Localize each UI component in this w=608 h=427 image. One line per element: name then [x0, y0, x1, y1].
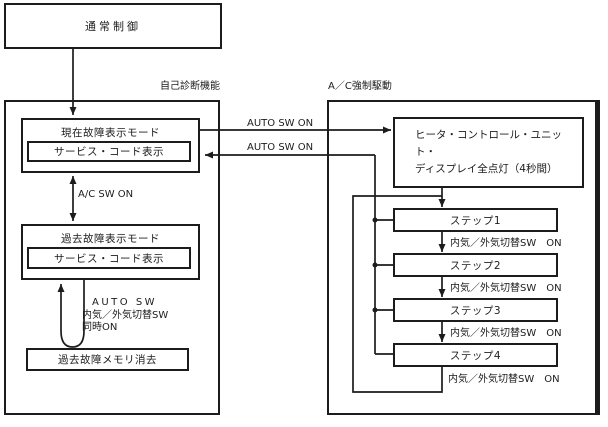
heater-box-line2: ディスプレイ全点灯（4秒間） [415, 163, 558, 175]
step-1-box: ステップ1 [393, 208, 558, 232]
ac-forced-drive-panel [327, 100, 600, 415]
self-diagnosis-label: 自己診断機能 [160, 81, 220, 92]
ac-switch-label: A/C SW ON [78, 189, 134, 200]
step-2-box: ステップ2 [393, 253, 558, 277]
service-code-box-past: サービス・コード表示 [27, 247, 191, 269]
erase-condition-line3: 同時ON [82, 322, 118, 333]
heater-box-line1: ヒータ・コントロール・ユニット・ [415, 129, 562, 158]
memory-erase-box: 過去故障メモリ消去 [26, 348, 189, 371]
ac-forced-drive-label: A／C強制駆動 [328, 81, 392, 92]
service-code-box-current: サービス・コード表示 [27, 141, 191, 162]
erase-condition-line1: AUTO SW [92, 297, 158, 308]
step-3-switch-label: 内気／外気切替SW ON [450, 328, 562, 339]
auto-sw-on-label-left: AUTO SW ON [247, 142, 314, 153]
past-failure-mode-title: 過去故障表示モード [61, 232, 160, 245]
heater-control-unit-box: ヒータ・コントロール・ユニット・ ディスプレイ全点灯（4秒間） [393, 117, 584, 188]
erase-condition-line2: 内気／外気切替SW [82, 309, 169, 321]
normal-control-box: 通常制御 [4, 3, 222, 49]
step-2-switch-label: 内気／外気切替SW ON [450, 283, 562, 294]
step-1-switch-label: 内気／外気切替SW ON [450, 238, 562, 249]
self-diagnosis-panel [4, 100, 220, 415]
memory-erase-condition-label: AUTO SW 内気／外気切替SW 同時ON [82, 297, 168, 335]
auto-sw-on-label-right: AUTO SW ON [247, 118, 314, 129]
step-4-switch-label: 内気／外気切替SW ON [448, 374, 560, 385]
step-3-box: ステップ3 [393, 298, 558, 322]
step-4-box: ステップ4 [393, 343, 558, 367]
current-failure-mode-title: 現在故障表示モード [61, 126, 160, 139]
